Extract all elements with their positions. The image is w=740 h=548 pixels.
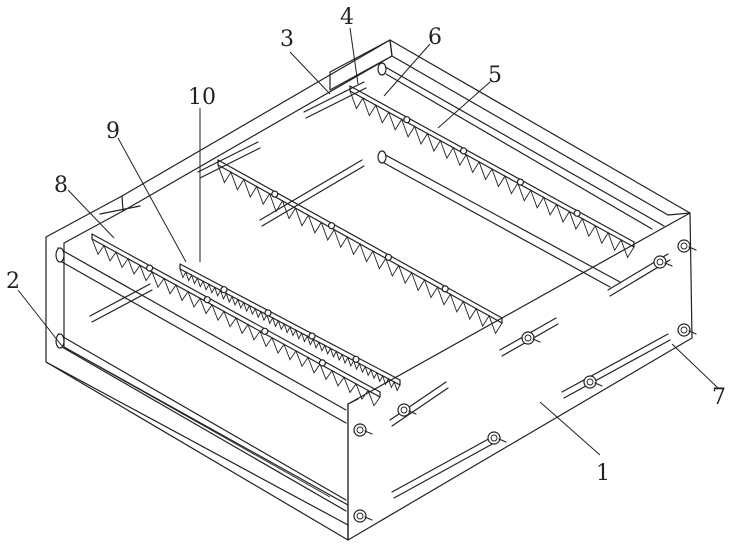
bolt-3 [678, 324, 696, 336]
callout-6: 6 [428, 25, 442, 50]
bolt-1 [678, 240, 696, 252]
callout-3: 3 [280, 27, 294, 52]
callout-4: 4 [340, 5, 354, 30]
callout-8: 8 [54, 173, 68, 198]
callout-2: 2 [6, 269, 20, 294]
callout-5: 5 [488, 63, 502, 88]
comb-bar-1 [350, 86, 634, 257]
comb-bar-4 [180, 264, 400, 390]
comb-bar-3 [92, 234, 380, 406]
comb-bar-2 [218, 160, 502, 333]
callout-10: 10 [188, 85, 216, 110]
callout-1: 1 [596, 461, 610, 486]
callout-7: 7 [712, 385, 726, 410]
callout-9: 9 [106, 119, 120, 144]
